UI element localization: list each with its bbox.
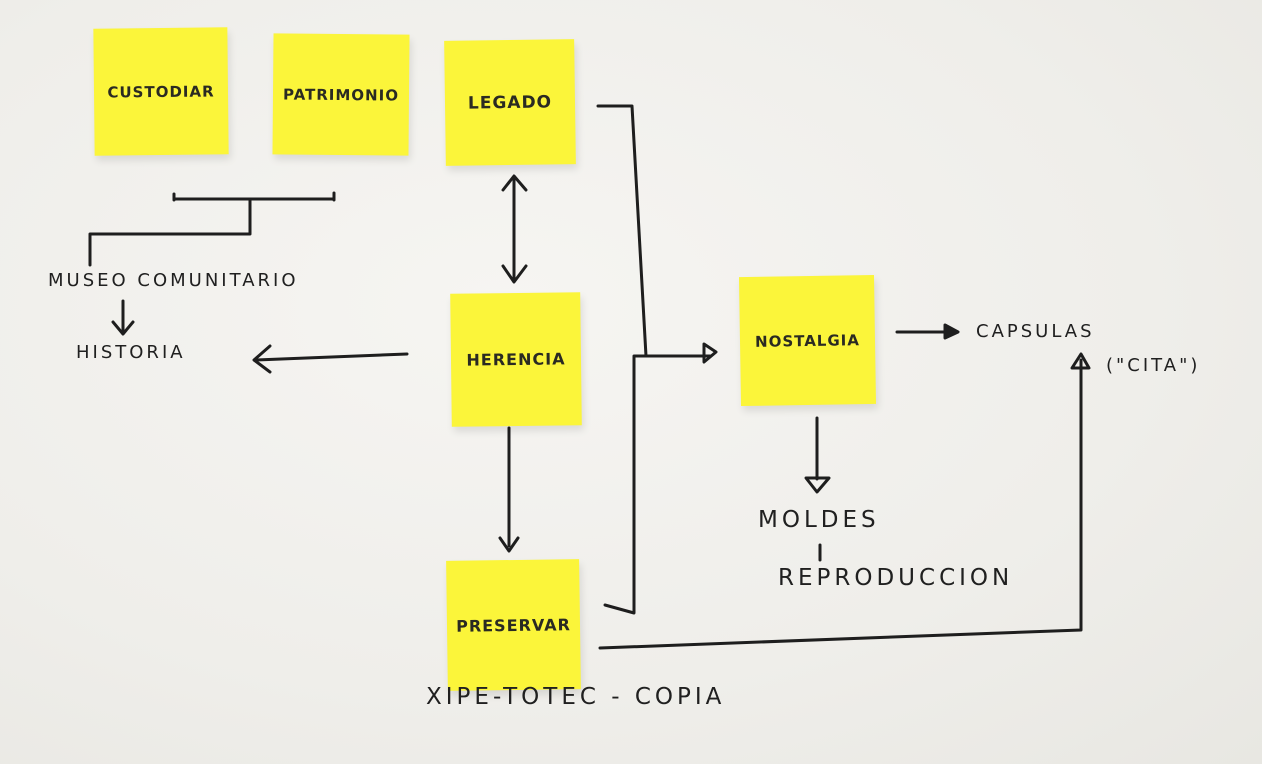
moldes-arrowhead — [804, 476, 831, 494]
capsulas-label: CAPSULAS — [976, 321, 1095, 342]
legado-arrowhead — [501, 174, 528, 192]
legado-bracket-line — [596, 104, 648, 358]
historia-arrowhead — [252, 344, 272, 374]
museo-comunitario-label: MUSEO COMUNITARIO — [48, 270, 299, 291]
xipe-totec-copia-label: XIPE-TOTEC - COPIA — [426, 684, 726, 710]
historia-label: HISTORIA — [76, 342, 186, 363]
preservar-arrowhead — [498, 536, 520, 553]
museo-to-historia-arrowhead — [111, 320, 135, 336]
herencia-to-historia-line — [254, 352, 409, 362]
cita-label: ("CITA") — [1106, 355, 1201, 376]
preservar-label: PRESERVAR — [455, 614, 572, 636]
moldes-label: MOLDES — [758, 507, 880, 533]
herencia-note[interactable]: HERENCIA — [450, 292, 582, 427]
nostalgia-note[interactable]: NOSTALGIA — [738, 274, 877, 407]
custodiar-note[interactable]: CUSTODIAR — [93, 27, 229, 156]
preservar-bracket-line — [603, 354, 712, 615]
reproduccion-label: REPRODUCCION — [778, 565, 1014, 591]
capsulas-arrowhead — [943, 323, 960, 340]
capsulas-bottom-arrowhead — [1070, 352, 1091, 370]
preservar-note[interactable]: PRESERVAR — [446, 559, 581, 691]
legado-note[interactable]: LEGADO — [444, 39, 576, 166]
preservar-to-capsulas-line — [598, 358, 1083, 650]
nostalgia-arrowhead — [702, 342, 718, 364]
herencia-arrowhead — [501, 264, 528, 284]
nostalgia-label: NOSTALGIA — [754, 330, 861, 351]
bracket-line — [172, 191, 336, 202]
patrimonio-note[interactable]: PATRIMONIO — [272, 33, 410, 156]
legado-label: LEGADO — [467, 91, 553, 114]
bracket-stem-line — [88, 197, 252, 267]
patrimonio-label: PATRIMONIO — [282, 84, 400, 105]
custodiar-label: CUSTODIAR — [107, 81, 215, 102]
herencia-label: HERENCIA — [466, 349, 566, 370]
